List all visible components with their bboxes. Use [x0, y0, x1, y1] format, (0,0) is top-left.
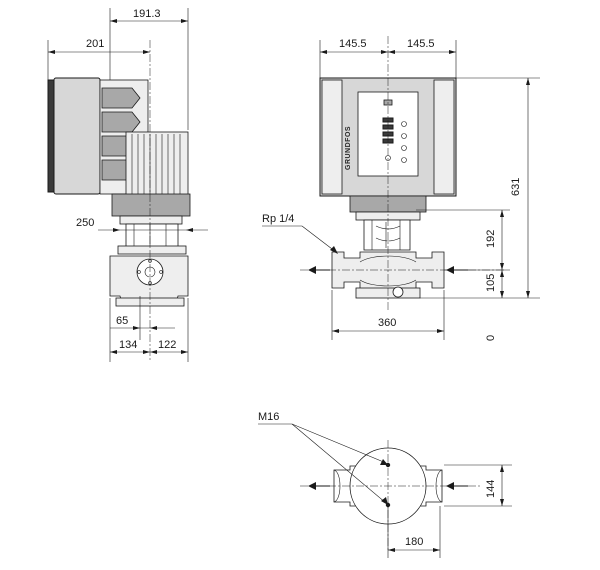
side-pump-head	[117, 245, 187, 255]
dim-65: 65	[116, 315, 128, 327]
dim-250: 250	[76, 217, 94, 229]
front-motor-left-panel	[321, 79, 343, 195]
bottom-view: M16 144 180	[258, 411, 512, 558]
side-control-box	[53, 77, 101, 195]
dim-145-5-right: 145.5	[407, 38, 435, 50]
dim-145-5-left: 145.5	[339, 38, 367, 50]
side-motor-stool	[111, 193, 191, 217]
front-view: GRUNDFOS	[262, 36, 540, 341]
dim-122: 122	[158, 339, 176, 351]
dim-360: 360	[378, 317, 396, 329]
front-motor-right-panel	[433, 79, 455, 195]
dim-201: 201	[86, 38, 104, 50]
dim-192: 192	[485, 230, 497, 248]
dim-180: 180	[405, 536, 423, 548]
dim-105: 105	[485, 274, 497, 292]
dim-144: 144	[485, 480, 497, 498]
front-coupling-guard	[363, 219, 411, 251]
side-coupling-flange	[119, 215, 183, 225]
brand-logo: GRUNDFOS	[345, 126, 352, 170]
front-drain-plug	[392, 286, 404, 298]
dim-191-3: 191.3	[133, 8, 161, 20]
dim-631: 631	[510, 178, 522, 196]
dim-134: 134	[119, 339, 137, 351]
connection-label-rp: Rp 1/4	[262, 213, 294, 225]
dim-zero: 0	[485, 335, 497, 341]
thread-label-m16: M16	[258, 411, 279, 423]
side-fin-block	[125, 131, 189, 197]
side-view: 191.3 201 250 65 134 122	[47, 8, 208, 362]
